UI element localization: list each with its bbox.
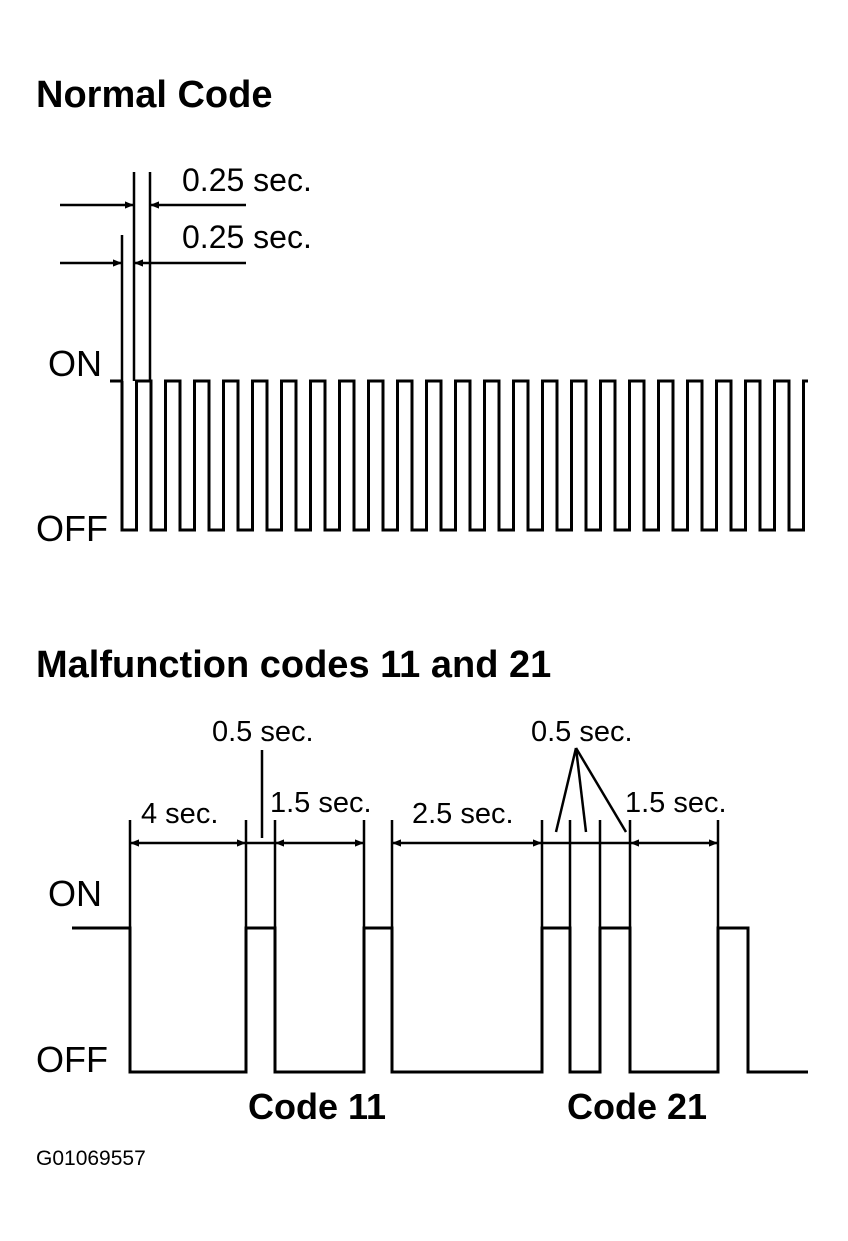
leader-line (574, 747, 628, 833)
dim-2-5-sec-label: 2.5 sec. (412, 798, 514, 830)
code-11-label: Code 11 (248, 1086, 386, 1127)
normal-code-title: Normal Code (36, 74, 272, 116)
dim-1-5-sec-label-code-11: 1.5 sec. (270, 787, 372, 819)
normal-code-waveform (120, 379, 808, 532)
malfunction-off-label: OFF (36, 1039, 108, 1080)
leader-line (554, 747, 578, 833)
leader-line (574, 747, 588, 833)
normal-off-label: OFF (36, 508, 108, 549)
dim-0-5-sec-label-code-11: 0.5 sec. (212, 716, 314, 748)
normal-dim-off-label: 0.25 sec. (182, 219, 312, 255)
normal-on-label: ON (48, 343, 102, 384)
figure-id: G01069557 (36, 1147, 146, 1170)
malfunction-codes-title: Malfunction codes 11 and 21 (36, 644, 551, 686)
malfunction-on-label: ON (48, 873, 102, 914)
malfunction-code-waveform (72, 926, 808, 1074)
dim-0-5-sec-label-code-21: 0.5 sec. (531, 716, 633, 748)
dim-1-5-sec-label-code-21: 1.5 sec. (625, 787, 727, 819)
dim-4-sec-label: 4 sec. (141, 798, 218, 830)
normal-dim-on-label: 0.25 sec. (182, 162, 312, 198)
code-21-label: Code 21 (567, 1086, 707, 1127)
